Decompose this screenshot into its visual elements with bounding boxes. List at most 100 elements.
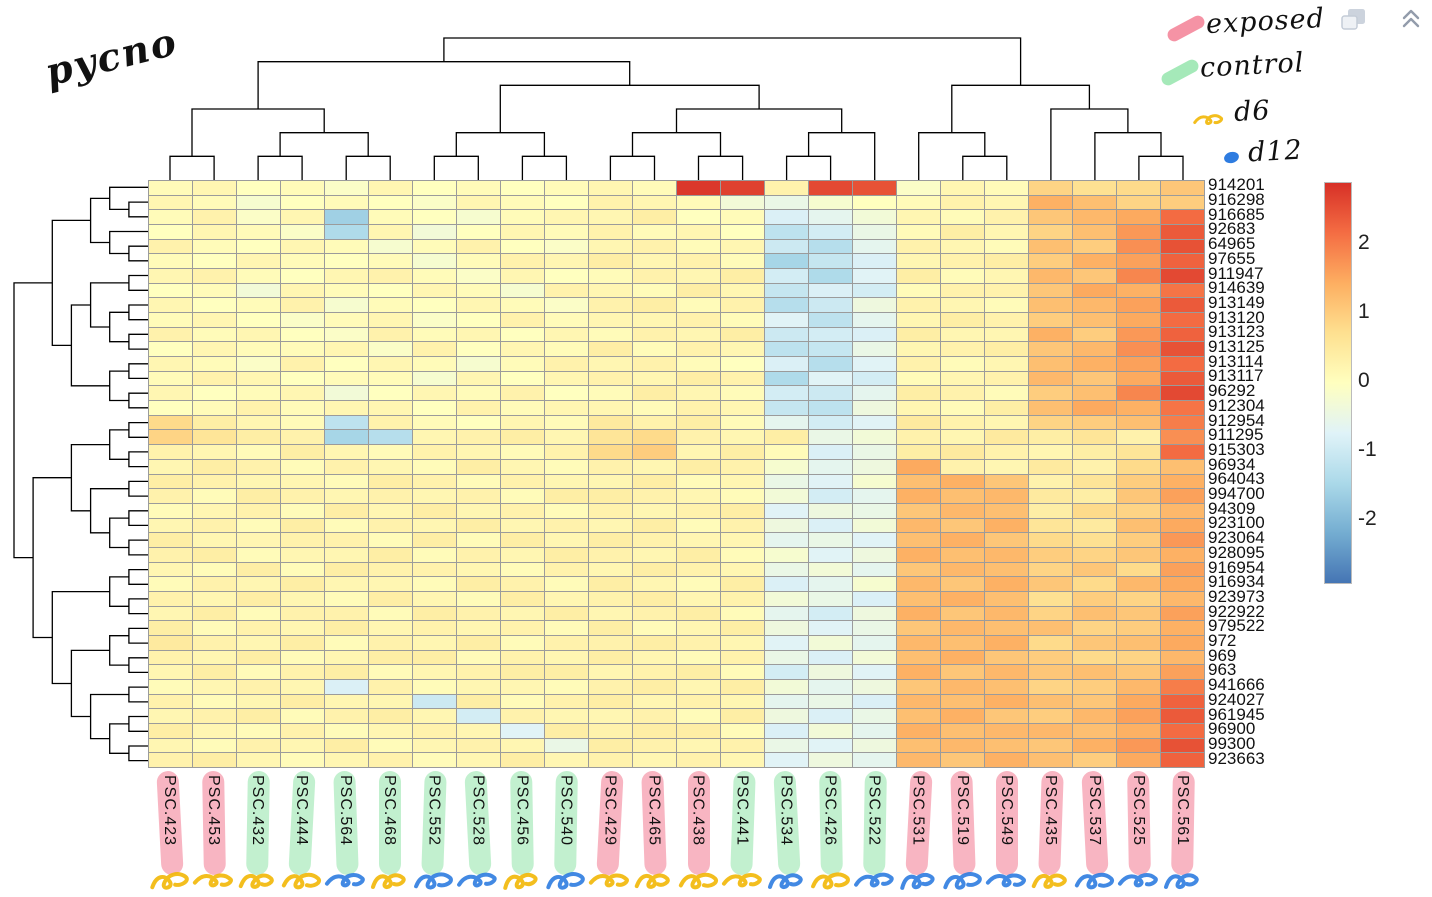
heatmap-cell: [281, 327, 324, 342]
heatmap-cell: [1161, 738, 1204, 753]
heatmap-cell: [413, 679, 456, 694]
heatmap-cell: [1161, 254, 1204, 269]
heatmap-cell: [281, 181, 324, 195]
heatmap-cell: [457, 283, 500, 298]
heatmap-cell: [457, 635, 500, 650]
page-icon[interactable]: [1338, 6, 1370, 34]
heatmap-cell: [589, 621, 632, 635]
heatmap-cell: [237, 415, 280, 430]
heatmap-cell: [237, 357, 280, 371]
heatmap-cell: [1117, 298, 1160, 313]
heatmap-cell: [1073, 298, 1116, 313]
heatmap-cell: [897, 635, 940, 650]
column-label: PSC.540: [557, 775, 575, 847]
heatmap-cell: [985, 547, 1028, 562]
column-highlight-control: [379, 771, 402, 875]
heatmap-cell: [1161, 415, 1204, 430]
heatmap-cell: [1073, 562, 1116, 577]
heatmap-cell: [1161, 357, 1204, 371]
heatmap-cell: [457, 489, 500, 503]
heatmap-cell: [501, 679, 544, 694]
heatmap-cell: [985, 269, 1028, 283]
heatmap-cell: [721, 533, 764, 547]
column-label: PSC.534: [777, 775, 795, 847]
heatmap-cell: [941, 694, 984, 709]
colorbar-tick: -2: [1358, 506, 1377, 530]
heatmap-cell: [765, 635, 808, 650]
heatmap-cell: [1073, 327, 1116, 342]
heatmap-cell: [193, 401, 236, 415]
heatmap-cell: [413, 298, 456, 313]
heatmap-cell: [545, 606, 588, 621]
heatmap-cell: [721, 210, 764, 225]
heatmap-cell: [457, 606, 500, 621]
heatmap-cell: [193, 254, 236, 269]
heatmap-cell: [941, 225, 984, 239]
heatmap-cell: [765, 298, 808, 313]
heatmap-cell: [149, 357, 192, 371]
heatmap-cell: [589, 371, 632, 386]
column-highlight-exposed: [687, 771, 710, 875]
heatmap-cell: [633, 533, 676, 547]
heatmap-cell: [501, 474, 544, 489]
heatmap-cell: [765, 679, 808, 694]
heatmap-cell: [809, 327, 852, 342]
heatmap-cell: [809, 195, 852, 210]
heatmap-cell: [545, 489, 588, 503]
heatmap-cell: [941, 591, 984, 606]
legend-swatch-d6: [1192, 112, 1226, 135]
heatmap-cell: [765, 269, 808, 283]
heatmap-cell: [589, 547, 632, 562]
heatmap-cell: [281, 738, 324, 753]
heatmap-cell: [677, 679, 720, 694]
heatmap-cell: [545, 254, 588, 269]
heatmap-cell: [1029, 254, 1072, 269]
heatmap-cell: [457, 533, 500, 547]
heatmap-cell: [281, 254, 324, 269]
heatmap-cell: [1029, 635, 1072, 650]
heatmap-cell: [413, 401, 456, 415]
heatmap-cell: [281, 694, 324, 709]
day-mark-d12: [1071, 869, 1118, 895]
heatmap-cell: [589, 342, 632, 357]
heatmap-cell: [633, 371, 676, 386]
row-label: 913123: [1208, 322, 1265, 342]
heatmap-cell: [853, 650, 896, 665]
collapse-up-icon[interactable]: [1398, 6, 1424, 32]
heatmap-cell: [281, 709, 324, 723]
heatmap-cell: [897, 665, 940, 679]
heatmap-cell: [941, 313, 984, 327]
heatmap-cell: [809, 738, 852, 753]
heatmap-cell: [809, 503, 852, 518]
heatmap-cell: [853, 386, 896, 401]
heatmap-cell: [413, 694, 456, 709]
heatmap-cell: [149, 298, 192, 313]
heatmap-cell: [765, 327, 808, 342]
heatmap-cell: [897, 357, 940, 371]
heatmap-cell: [193, 621, 236, 635]
heatmap-cell: [413, 342, 456, 357]
heatmap-cell: [1117, 489, 1160, 503]
day-mark-d12: [983, 868, 1031, 895]
heatmap-cell: [1029, 283, 1072, 298]
heatmap-cell: [325, 694, 368, 709]
heatmap-cell: [457, 738, 500, 753]
heatmap-cell: [1029, 665, 1072, 679]
heatmap-cell: [237, 738, 280, 753]
heatmap-cell: [853, 357, 896, 371]
heatmap-cell: [721, 459, 764, 474]
column-label: PSC.435: [1041, 775, 1059, 847]
heatmap-cell: [897, 489, 940, 503]
heatmap-cell: [589, 313, 632, 327]
heatmap-cell: [677, 459, 720, 474]
heatmap-cell: [941, 239, 984, 254]
heatmap-cell: [589, 635, 632, 650]
heatmap-cell: [721, 415, 764, 430]
heatmap-cell: [281, 283, 324, 298]
heatmap-cell: [985, 210, 1028, 225]
row-label: 963: [1208, 660, 1237, 680]
heatmap-cell: [149, 313, 192, 327]
heatmap-cell: [413, 577, 456, 591]
heatmap-cell: [941, 518, 984, 533]
heatmap-cell: [721, 298, 764, 313]
